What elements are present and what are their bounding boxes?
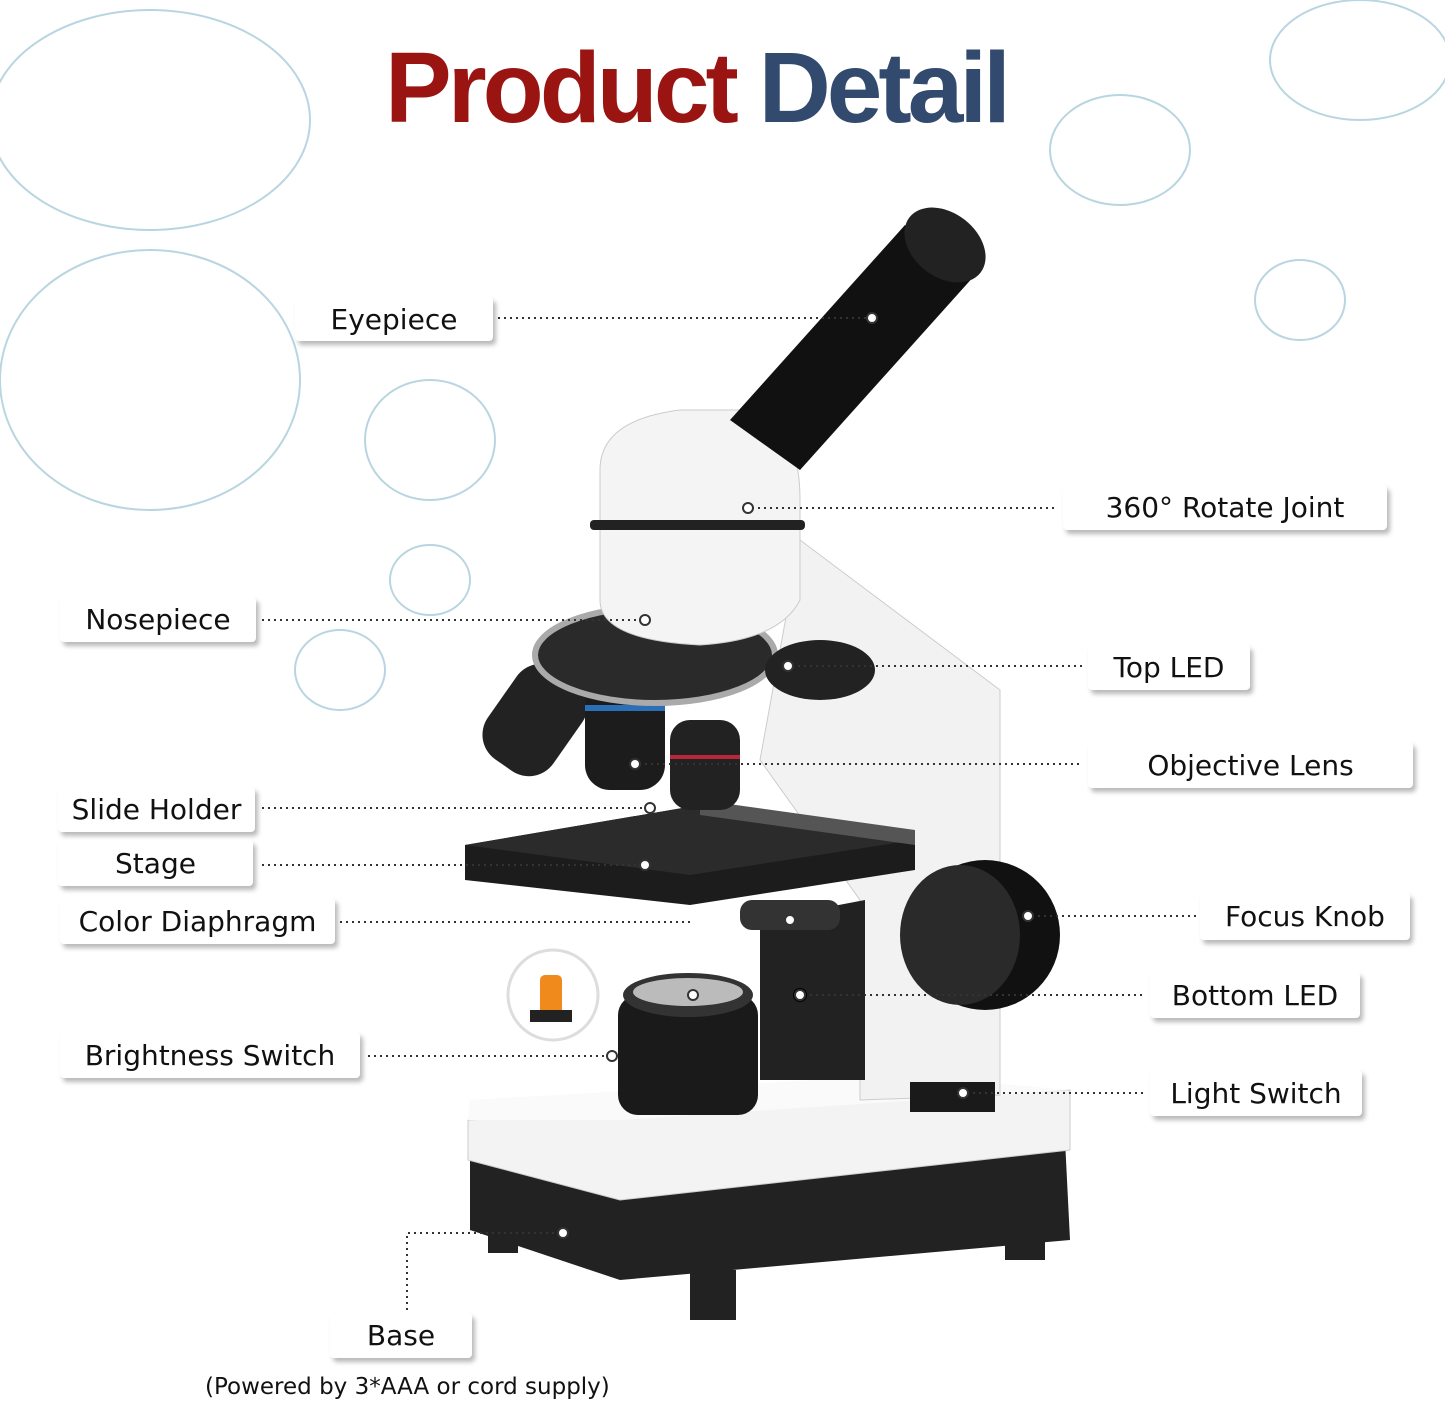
label-brightness-switch: Brightness Switch xyxy=(60,1032,360,1078)
page-title: Product Detail xyxy=(385,28,1011,148)
eyepiece-tube xyxy=(730,207,986,470)
label-focus-knob: Focus Knob xyxy=(1200,893,1410,940)
leader-lines xyxy=(262,317,1196,1310)
label-nosepiece: Nosepiece xyxy=(60,597,256,642)
light-switch xyxy=(910,1082,995,1112)
callout-dots xyxy=(557,312,1034,1239)
power-footnote: (Powered by 3*AAA or cord supply) xyxy=(205,1374,610,1400)
label-eyepiece: Eyepiece xyxy=(295,297,493,341)
head xyxy=(590,409,805,646)
label-light-switch: Light Switch xyxy=(1150,1070,1362,1116)
stage xyxy=(465,800,915,930)
focus-knob xyxy=(900,860,1060,1010)
title-word-product: Product xyxy=(385,32,739,144)
label-top-led: Top LED xyxy=(1088,645,1250,690)
title-word-detail: Detail xyxy=(758,32,1011,144)
objectives xyxy=(482,663,740,810)
cell-background-pattern xyxy=(0,0,1445,711)
label-objective-lens: Objective Lens xyxy=(1088,742,1413,788)
brightness-switch-inset xyxy=(506,948,600,1042)
label-bottom-led: Bottom LED xyxy=(1150,972,1360,1018)
label-color-diaphragm: Color Diaphragm xyxy=(60,898,335,944)
label-slide-holder: Slide Holder xyxy=(58,787,255,832)
label-rotate-joint: 360° Rotate Joint xyxy=(1063,485,1387,530)
label-base: Base xyxy=(330,1313,472,1358)
label-stage: Stage xyxy=(58,840,253,886)
